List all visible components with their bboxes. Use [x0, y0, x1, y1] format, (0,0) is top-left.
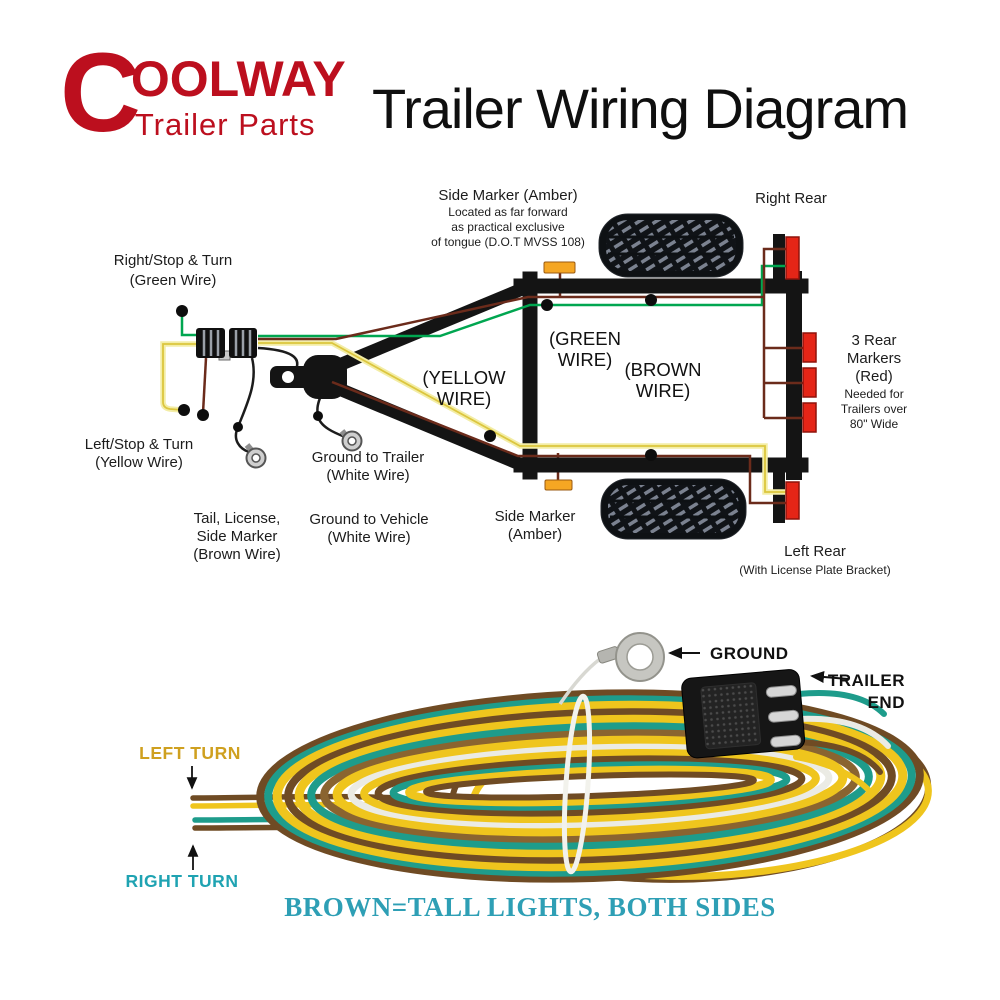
trailer-end-label-2: END [868, 693, 905, 712]
rear-marker-2 [802, 367, 817, 398]
rear-markers-label-3: (Red) [855, 368, 893, 385]
tail-license-label-2: Side Marker [197, 528, 278, 545]
trailer-end-connector [681, 669, 806, 759]
ground-to-trailer-wire-label: (White Wire) [326, 467, 409, 484]
ground-label: GROUND [710, 644, 789, 663]
side-marker-bottom-label-2: (Amber) [508, 526, 562, 543]
four-flat-connector [196, 328, 257, 361]
bottom-tire [600, 478, 747, 540]
yellow-wire-label-2: WIRE) [437, 388, 491, 409]
tail-license-label-1: Tail, License, [194, 510, 281, 527]
brown-wire-label-2: WIRE) [636, 380, 690, 401]
ground-lead-wire [558, 657, 602, 705]
logo-subtitle: Trailer Parts [134, 107, 316, 142]
left-turn-label: LEFT TURN [139, 743, 241, 763]
brown-wires [201, 247, 804, 505]
ground-to-vehicle-label: Ground to Vehicle [309, 511, 428, 528]
red-lights [785, 236, 817, 520]
left-rear-note: (With License Plate Bracket) [739, 563, 890, 577]
logo-letter-c: C [60, 30, 141, 155]
wire-coil [256, 689, 932, 883]
top-amber-side-marker [543, 261, 576, 274]
left-rear-light [785, 481, 800, 520]
yellow-wire-label-1: (YELLOW [422, 367, 506, 388]
brown-wire-label-1: (BROWN [624, 359, 701, 380]
white-wrap-wire [561, 693, 593, 875]
ground-to-vehicle-wire-label: (White Wire) [327, 529, 410, 546]
side-marker-bottom-label-1: Side Marker [495, 508, 576, 525]
right-rear-label: Right Rear [755, 190, 827, 207]
green-wire-label-1: (GREEN [549, 328, 621, 349]
ground-to-trailer-label: Ground to Trailer [312, 449, 425, 466]
side-marker-top-note-2: as practical exclusive [451, 220, 565, 234]
yellow-wire [160, 340, 787, 495]
rear-marker-1 [802, 332, 817, 363]
wiring-harness-photo: GROUND TRAILER END LEFT TURN RIGHT TURN [126, 632, 932, 891]
green-wire [180, 264, 787, 338]
rear-markers-note-3: 80" Wide [850, 417, 899, 431]
rear-marker-3 [802, 402, 817, 433]
trailer-end-arrow [810, 671, 849, 683]
right-stop-turn-label: Right/Stop & Turn [114, 252, 232, 269]
trailer-frame [323, 234, 809, 523]
right-rear-light [785, 236, 800, 280]
top-tire [598, 213, 744, 278]
page-title: Trailer Wiring Diagram [372, 77, 909, 140]
caption-text: BROWN=TALL LIGHTS, BOTH SIDES [284, 892, 776, 922]
trailer-end-label-1: TRAILER [828, 671, 905, 690]
white-wire-bundle [257, 346, 299, 370]
side-marker-top-note-1: Located as far forward [448, 205, 567, 219]
right-stop-turn-wire: (Green Wire) [130, 272, 217, 289]
rear-markers-label-2: Markers [847, 350, 901, 367]
bottom-amber-side-marker [544, 479, 573, 491]
ground-ring-terminal [596, 632, 665, 682]
side-marker-top-label: Side Marker (Amber) [438, 187, 577, 204]
ground-to-vehicle-wire [234, 357, 255, 454]
coupler [270, 355, 347, 399]
coolway-logo: C OOLWAY Trailer Parts [60, 30, 346, 155]
left-rear-label: Left Rear [784, 543, 846, 560]
rear-markers-note-2: Trailers over [841, 402, 907, 416]
side-marker-top-note-3: of tongue (D.O.T MVSS 108) [431, 235, 585, 249]
right-turn-label: RIGHT TURN [126, 871, 239, 891]
tail-license-label-3: (Brown Wire) [193, 546, 281, 563]
logo-word: OOLWAY [130, 51, 346, 107]
left-stop-turn-wire: (Yellow Wire) [95, 454, 183, 471]
trailer-wiring-schematic: Side Marker (Amber) Located as far forwa… [85, 187, 907, 577]
ground-to-trailer-ring-terminal [339, 429, 363, 452]
green-wire-label-2: WIRE) [558, 349, 612, 370]
rear-markers-label-1: 3 Rear [851, 332, 896, 349]
ground-to-vehicle-ring-terminal [244, 443, 267, 469]
wire-end-dots [176, 294, 657, 461]
connector-tail-wires [793, 690, 891, 797]
rear-markers-note-1: Needed for [844, 387, 903, 401]
left-stop-turn-label: Left/Stop & Turn [85, 436, 193, 453]
